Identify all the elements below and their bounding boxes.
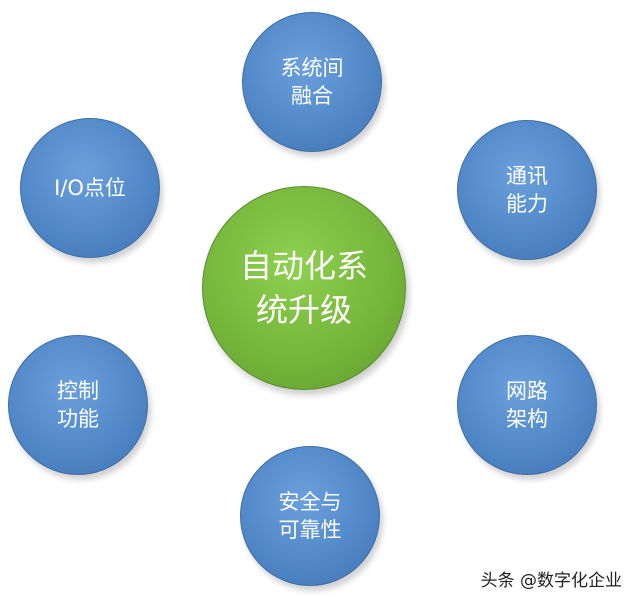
node-communication: 通讯 能力	[457, 120, 597, 260]
node-network-architecture-line-2: 架构	[506, 407, 548, 431]
center-node-label: 自动化系 统升级	[240, 244, 368, 332]
node-safety-reliability-line-2: 可靠性	[278, 518, 342, 542]
node-safety-reliability-line-1: 安全与	[278, 490, 342, 514]
node-system-integration-line-1: 系统间	[280, 56, 344, 80]
node-control-function-line-2: 功能	[57, 407, 99, 431]
node-communication-label: 通讯 能力	[506, 162, 548, 218]
node-control-function-label: 控制 功能	[57, 377, 99, 433]
node-system-integration-line-2: 融合	[291, 84, 333, 108]
node-safety-reliability-label: 安全与 可靠性	[279, 488, 342, 544]
node-network-architecture-line-1: 网路	[506, 379, 548, 403]
node-communication-line-2: 能力	[506, 192, 548, 216]
node-control-function: 控制 功能	[8, 335, 148, 475]
node-network-architecture: 网路 架构	[457, 335, 597, 475]
node-communication-line-1: 通讯	[506, 164, 548, 188]
node-safety-reliability: 安全与 可靠性	[240, 446, 380, 586]
center-node-line-2: 统升级	[255, 291, 352, 329]
node-io-points-label: I/O点位	[54, 174, 126, 202]
node-system-integration-label: 系统间 融合	[281, 54, 344, 110]
center-node-line-1: 自动化系	[239, 247, 368, 285]
node-network-architecture-label: 网路 架构	[506, 377, 548, 433]
center-node: 自动化系 统升级	[202, 186, 406, 390]
node-io-points-line-1: I/O点位	[54, 176, 126, 200]
node-control-function-line-1: 控制	[57, 379, 99, 403]
watermark-text: 头条 @数字化企业	[480, 571, 622, 591]
node-io-points: I/O点位	[20, 118, 160, 258]
node-system-integration: 系统间 融合	[242, 12, 382, 152]
